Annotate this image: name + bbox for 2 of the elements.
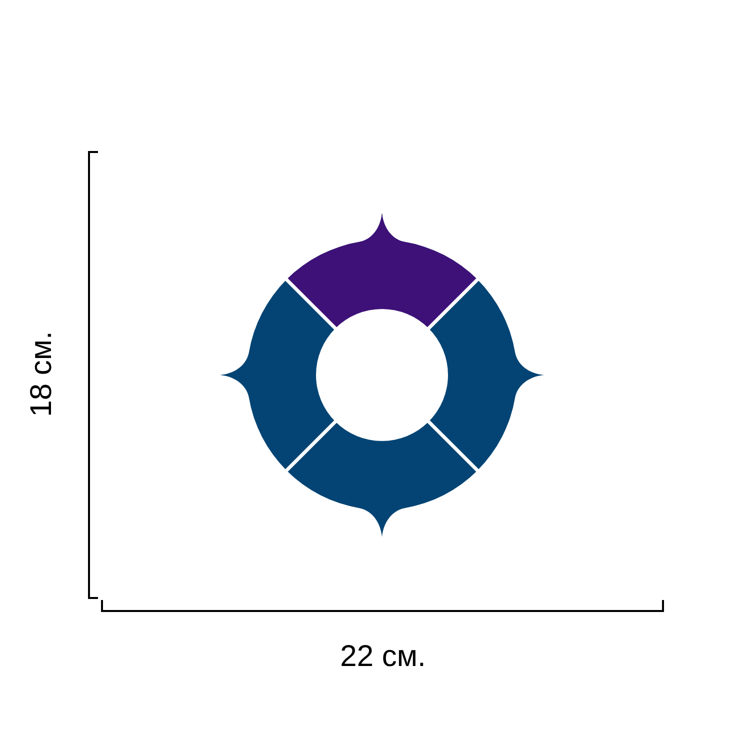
dimension-label: 22 см. bbox=[340, 642, 426, 672]
dimension-label: 18 см. bbox=[27, 331, 57, 417]
